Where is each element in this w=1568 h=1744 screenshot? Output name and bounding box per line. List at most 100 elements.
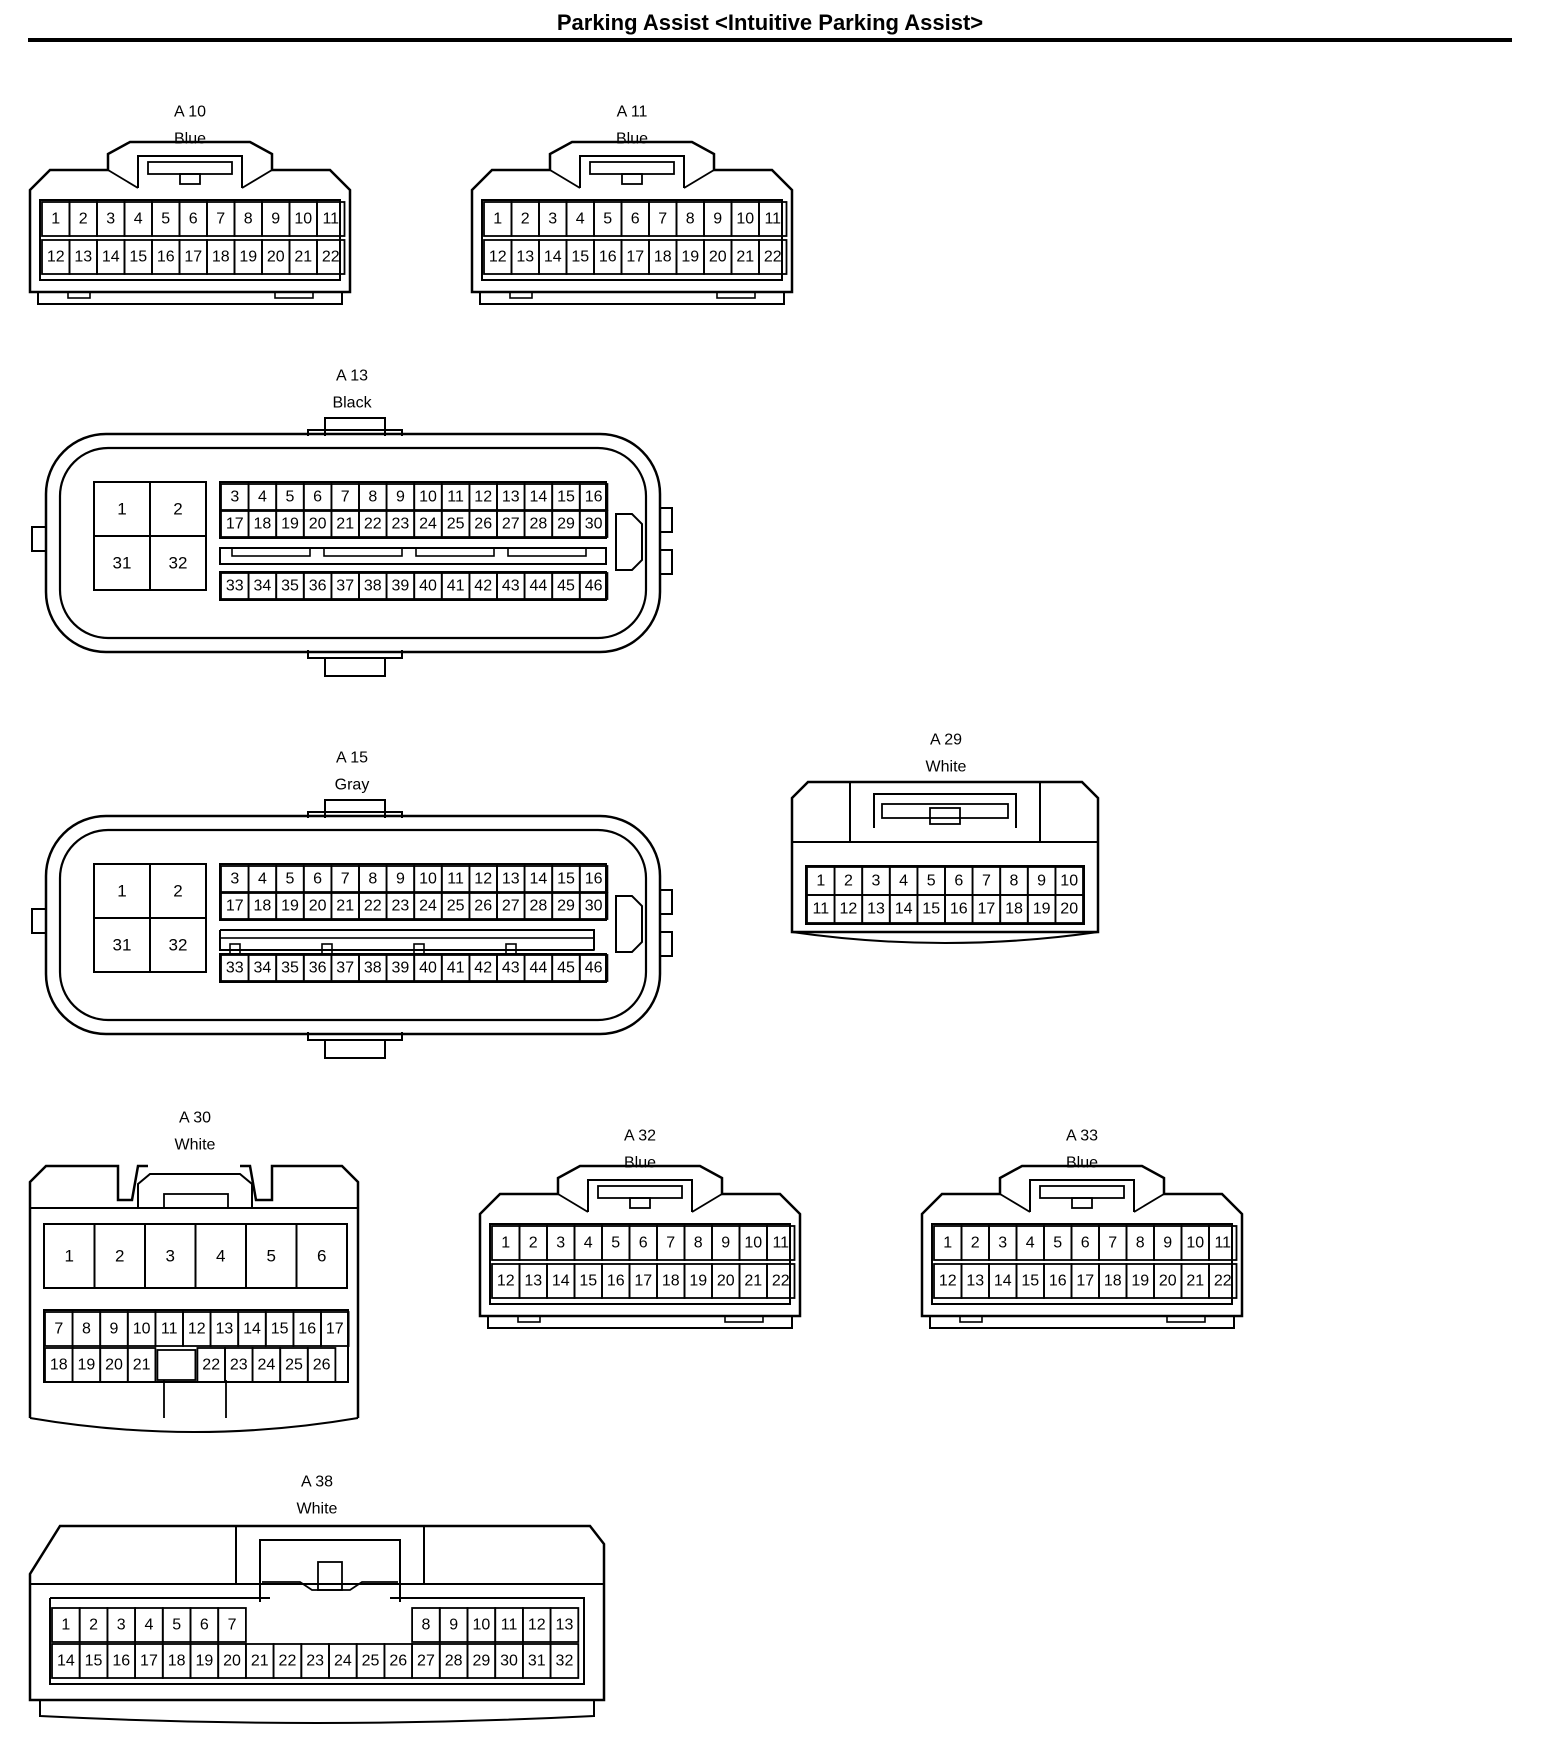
pin-number: 12 <box>47 249 65 266</box>
pin-number: 7 <box>341 871 350 888</box>
pin-number: 13 <box>74 249 92 266</box>
pin-number: 9 <box>110 1321 119 1338</box>
latch-bar <box>163 1193 229 1209</box>
connector-id-label: A 11 <box>617 104 648 121</box>
right-lug <box>659 507 673 533</box>
bottom-lock-tab <box>307 650 403 677</box>
pin-number: 15 <box>271 1321 289 1338</box>
pin-number: 11 <box>501 1617 518 1634</box>
pin-number: 1 <box>61 1617 70 1634</box>
pin-number: 8 <box>244 211 253 228</box>
pin-number: 21 <box>294 249 312 266</box>
pin-number: 23 <box>230 1357 248 1374</box>
pin-number: 27 <box>502 516 520 533</box>
pin-number: 1 <box>816 873 825 890</box>
pin-number: 17 <box>184 249 202 266</box>
pin-number: 26 <box>474 516 492 533</box>
pin-cell <box>758 239 788 275</box>
pin-number: 15 <box>557 489 575 506</box>
housing-left-shoulder <box>28 1164 148 1418</box>
pin-number: 7 <box>228 1617 237 1634</box>
latch-bar <box>1039 1185 1125 1199</box>
connector-color-label: Blue <box>1066 1155 1098 1172</box>
latch-tab <box>317 1561 343 1591</box>
pin-number: 4 <box>134 211 143 228</box>
pin-number: 8 <box>686 211 695 228</box>
big-pin-number: 4 <box>216 1247 225 1266</box>
pin-cell <box>766 1263 796 1299</box>
foot-slot <box>1166 1315 1206 1323</box>
pin-number: 30 <box>585 898 603 915</box>
pin-number: 17 <box>626 249 644 266</box>
big-pin-number: 2 <box>173 882 182 901</box>
pin-number: 11 <box>447 871 464 888</box>
pin-number: 10 <box>472 1617 490 1634</box>
pin-cell <box>217 1607 247 1643</box>
right-lug <box>659 549 673 575</box>
pin-cell <box>578 865 609 893</box>
pin-number: 5 <box>927 873 936 890</box>
pin-cell <box>578 954 609 982</box>
pin-number: 26 <box>313 1357 331 1374</box>
pin-number: 15 <box>1021 1273 1039 1290</box>
housing-partition <box>30 1526 604 1585</box>
pin-cell <box>1054 894 1084 924</box>
title-rule <box>28 38 1512 42</box>
pin-number: 15 <box>922 901 940 918</box>
pin-number: 11 <box>772 1235 789 1252</box>
pin-number: 8 <box>368 871 377 888</box>
pin-number: 18 <box>212 249 230 266</box>
pin-number: 11 <box>1214 1235 1231 1252</box>
connector-id-label: A 33 <box>1066 1128 1098 1145</box>
pin-number: 19 <box>1131 1273 1149 1290</box>
pin-number: 24 <box>419 898 437 915</box>
pin-number: 16 <box>599 249 617 266</box>
housing-bottom-curve <box>791 931 1099 944</box>
pin-number: 34 <box>254 960 272 977</box>
pin-number: 17 <box>140 1653 158 1670</box>
pin-grid-lower <box>219 953 607 983</box>
pin-number: 10 <box>419 489 437 506</box>
pin-cell <box>316 201 346 237</box>
guide-rib <box>323 547 403 557</box>
pin-number: 23 <box>392 516 410 533</box>
pin-cavity <box>805 865 1085 925</box>
pin-number: 36 <box>309 578 327 595</box>
pin-number: 8 <box>694 1235 703 1252</box>
pin-number: 22 <box>279 1653 297 1670</box>
big-pin-cell <box>149 535 207 591</box>
pin-number: 30 <box>500 1653 518 1670</box>
pin-number: 9 <box>721 1235 730 1252</box>
pin-number: 5 <box>286 489 295 506</box>
connector-color-label: Black <box>332 395 372 412</box>
pin-number: 10 <box>1060 873 1078 890</box>
foot-slot <box>517 1315 541 1323</box>
housing-foot <box>487 1316 793 1329</box>
pin-number: 20 <box>267 249 285 266</box>
foot-slot <box>716 291 756 299</box>
pin-number: 12 <box>474 489 492 506</box>
pin-number: 6 <box>1081 1235 1090 1252</box>
key-slot <box>156 1349 197 1381</box>
pin-number: 41 <box>447 960 465 977</box>
housing-right-shoulder <box>240 1164 360 1418</box>
pin-number: 33 <box>226 578 244 595</box>
pin-number: 7 <box>658 211 667 228</box>
right-lug <box>659 889 673 915</box>
latch-bar <box>589 161 675 175</box>
pin-number: 18 <box>1104 1273 1122 1290</box>
pin-cell <box>320 1311 350 1347</box>
pin-number: 6 <box>200 1617 209 1634</box>
pin-number: 19 <box>281 898 299 915</box>
pin-number: 20 <box>309 898 327 915</box>
big-pin-number: 1 <box>117 500 126 519</box>
connector-id-label: A 15 <box>336 750 368 767</box>
bottom-lock-tab <box>307 1032 403 1059</box>
big-pin-number: 1 <box>65 1247 74 1266</box>
pin-cell <box>578 510 609 538</box>
pin-number: 28 <box>530 516 548 533</box>
housing-foot <box>479 292 785 305</box>
pin-number: 9 <box>449 1617 458 1634</box>
